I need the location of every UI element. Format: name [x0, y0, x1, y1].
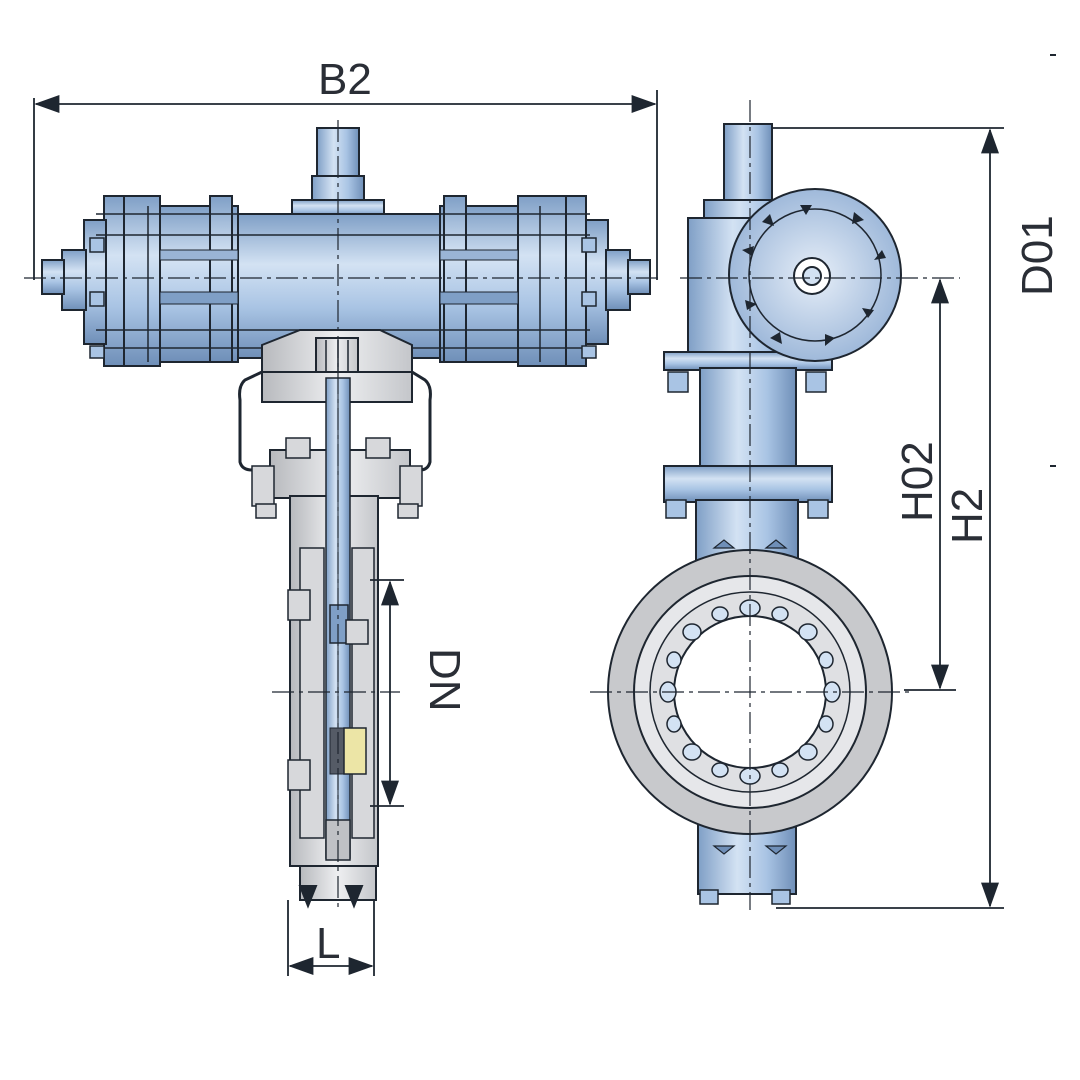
dimension-lines [33, 90, 1004, 976]
centre-lines [24, 100, 960, 910]
seat-insert [343, 727, 367, 775]
edge-ticks [1050, 54, 1056, 467]
label-d01: D01 [1013, 215, 1062, 296]
handwheel-flange-icon [728, 188, 902, 362]
label-dn: DN [420, 648, 469, 712]
label-l: L [316, 919, 340, 968]
label-h02: H02 [893, 441, 942, 522]
valve-bore-ring-icon [607, 549, 893, 835]
valve-side-view [663, 123, 833, 905]
label-h2: H2 [943, 488, 992, 544]
label-b2: B2 [318, 55, 372, 104]
